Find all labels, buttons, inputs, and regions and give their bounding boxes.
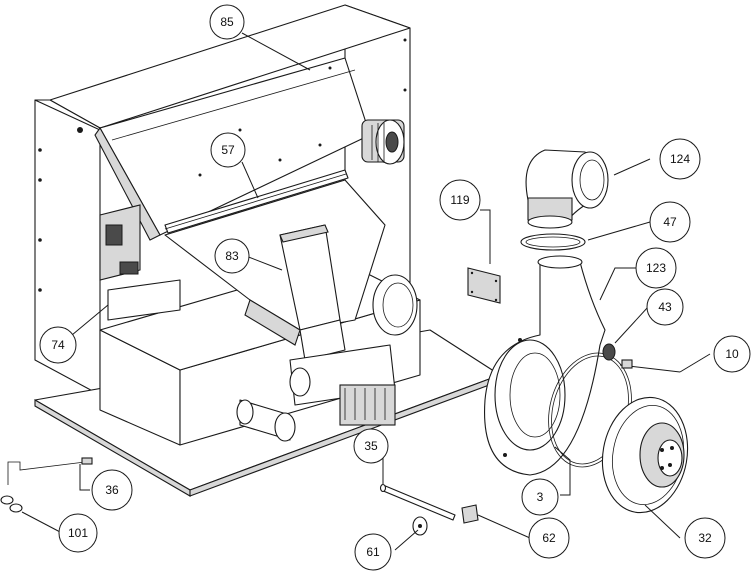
- probe: [619, 359, 681, 373]
- svg-text:43: 43: [658, 300, 672, 314]
- blower-housing: [483, 255, 606, 476]
- svg-text:3: 3: [537, 490, 544, 504]
- callout-119: 119: [439, 179, 481, 221]
- callout-61: 61: [354, 533, 392, 571]
- callout-57: 57: [210, 132, 246, 168]
- callout-43: 43: [646, 288, 684, 326]
- bent-rod: [7, 457, 93, 485]
- callout-10: 10: [713, 335, 751, 373]
- callout-74: 74: [39, 326, 77, 364]
- svg-text:83: 83: [225, 249, 239, 263]
- gasket-ring: [520, 233, 586, 251]
- callout-36: 36: [91, 469, 133, 511]
- callout-85: 85: [209, 4, 245, 40]
- callout-3: 3: [521, 478, 559, 516]
- feed-motor: [289, 344, 396, 426]
- top-motor: [361, 119, 405, 165]
- blower-motor: [601, 396, 689, 514]
- callout-62: 62: [528, 517, 570, 559]
- callout-124: 124: [659, 138, 701, 180]
- caps: [0, 495, 23, 513]
- callout-123: 123: [635, 247, 677, 289]
- elbow-pipe: [525, 149, 609, 229]
- auger-feeder: [279, 224, 346, 361]
- igniter-tube: [236, 399, 296, 442]
- callout-83: 83: [214, 238, 250, 274]
- shaft-rod: [379, 483, 456, 521]
- svg-text:61: 61: [366, 545, 380, 559]
- svg-text:32: 32: [698, 531, 712, 545]
- svg-text:85: 85: [220, 15, 234, 29]
- svg-text:119: 119: [450, 193, 469, 207]
- svg-text:74: 74: [51, 338, 65, 352]
- bushing: [461, 504, 479, 524]
- svg-text:101: 101: [68, 526, 88, 540]
- left-bracket-block: [99, 204, 181, 321]
- callout-47: 47: [649, 201, 691, 243]
- svg-text:124: 124: [670, 152, 690, 166]
- svg-text:57: 57: [221, 143, 235, 157]
- small-disc: [602, 343, 616, 361]
- svg-text:62: 62: [542, 531, 556, 545]
- callout-35: 35: [353, 428, 389, 464]
- rail-bar: [164, 169, 349, 234]
- callout-32: 32: [684, 517, 726, 559]
- svg-text:35: 35: [364, 439, 378, 453]
- access-plate: [467, 267, 501, 304]
- svg-text:10: 10: [725, 347, 739, 361]
- callout-101: 101: [58, 513, 98, 553]
- svg-text:36: 36: [105, 483, 119, 497]
- housing-opening: [372, 274, 418, 336]
- leader-lines: [21, 32, 711, 551]
- svg-text:47: 47: [663, 215, 677, 229]
- svg-text:123: 123: [646, 261, 666, 275]
- nut: [412, 516, 428, 536]
